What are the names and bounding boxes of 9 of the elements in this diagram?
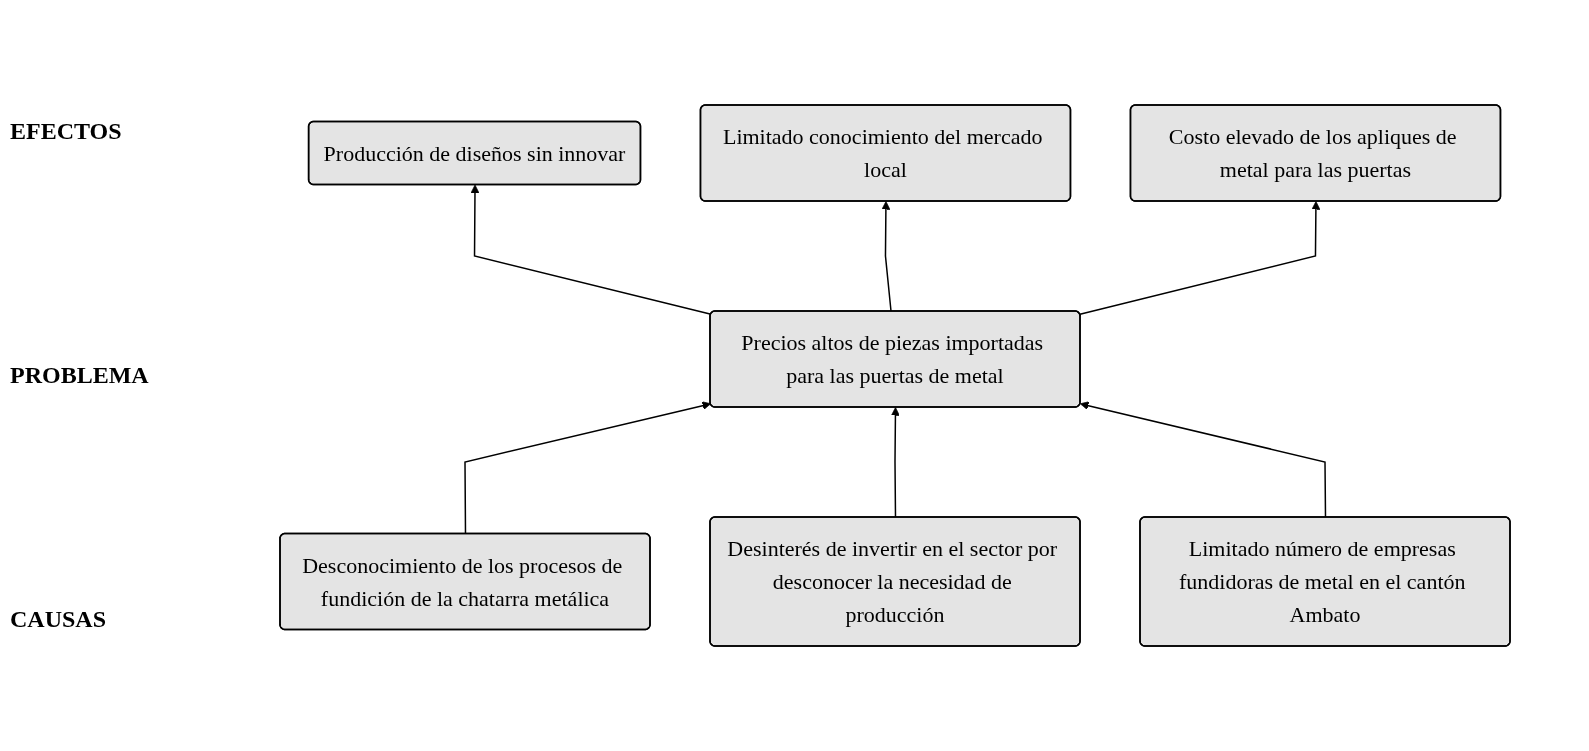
arrow — [463, 401, 711, 535]
section-label: PROBLEMA — [10, 362, 149, 389]
arrow — [1078, 201, 1320, 316]
arrow — [1079, 401, 1326, 519]
arrow — [881, 201, 892, 313]
section-label: EFECTOS — [10, 118, 122, 146]
arrow — [890, 407, 900, 519]
arrow — [470, 184, 712, 316]
section-label: CAUSAS — [10, 605, 107, 633]
